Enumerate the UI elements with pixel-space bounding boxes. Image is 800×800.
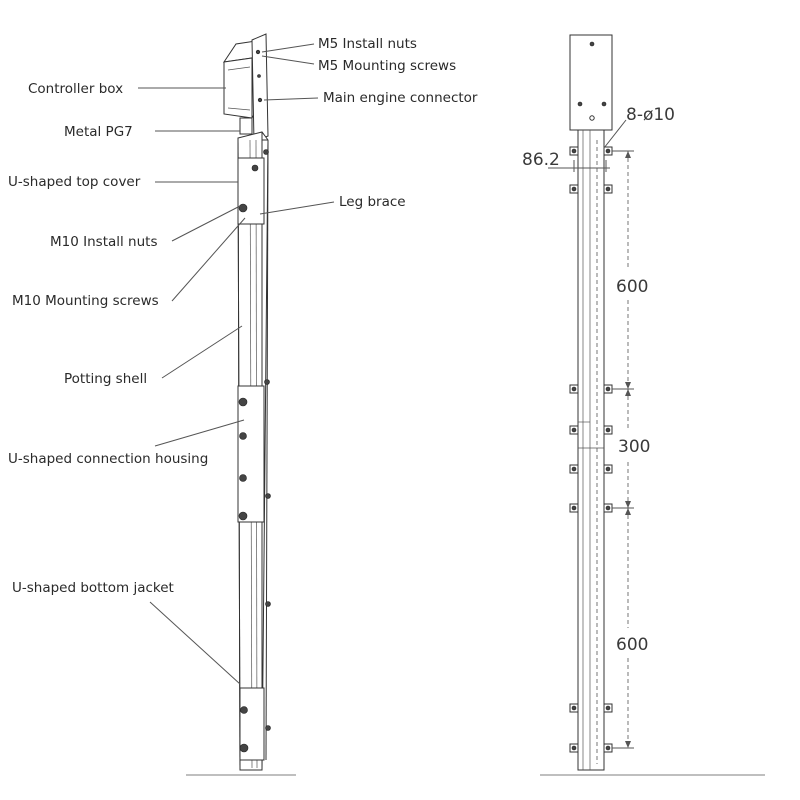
label-main-engine-connector: Main engine connector — [323, 90, 478, 106]
label-u-shaped-bottom-jacket: U-shaped bottom jacket — [12, 580, 174, 596]
dim-hole-spec: 8-ø10 — [626, 105, 675, 125]
u-shaped-connection-housing-drawing — [237, 385, 265, 523]
label-m5-install-nuts: M5 Install nuts — [318, 36, 417, 52]
dim-span-top: 600 — [616, 277, 648, 297]
dim-span-bottom: 600 — [616, 635, 648, 655]
label-m10-mounting-screws: M10 Mounting screws — [12, 293, 159, 309]
label-u-shaped-connection-housing: U-shaped connection housing — [8, 451, 208, 467]
label-m5-mounting-screws: M5 Mounting screws — [318, 58, 456, 74]
front-post — [577, 129, 605, 771]
front-brackets — [569, 146, 613, 753]
mounting-plate-drawing — [239, 33, 269, 143]
dim-span-mid: 300 — [618, 437, 650, 457]
label-controller-box: Controller box — [28, 81, 123, 97]
dimension-lines — [548, 119, 634, 749]
leader-lines — [138, 43, 335, 685]
front-dimension-view — [540, 34, 765, 776]
isometric-assembly-view — [186, 33, 296, 776]
front-controller-box — [569, 34, 613, 131]
u-shaped-top-cover-drawing — [237, 157, 265, 225]
part-labels: M5 Install nuts M5 Mounting screws Contr… — [8, 36, 478, 596]
label-m10-install-nuts: M10 Install nuts — [50, 234, 158, 250]
dim-offset: 86.2 — [522, 150, 560, 170]
label-leg-brace: Leg brace — [339, 194, 406, 210]
label-metal-pg7: Metal PG7 — [64, 124, 133, 140]
m10-bracket-bolts — [238, 149, 271, 753]
label-potting-shell: Potting shell — [64, 371, 147, 387]
label-u-shaped-top-cover: U-shaped top cover — [8, 174, 141, 190]
dimension-labels: 8-ø10 86.2 600 300 600 — [522, 105, 675, 655]
